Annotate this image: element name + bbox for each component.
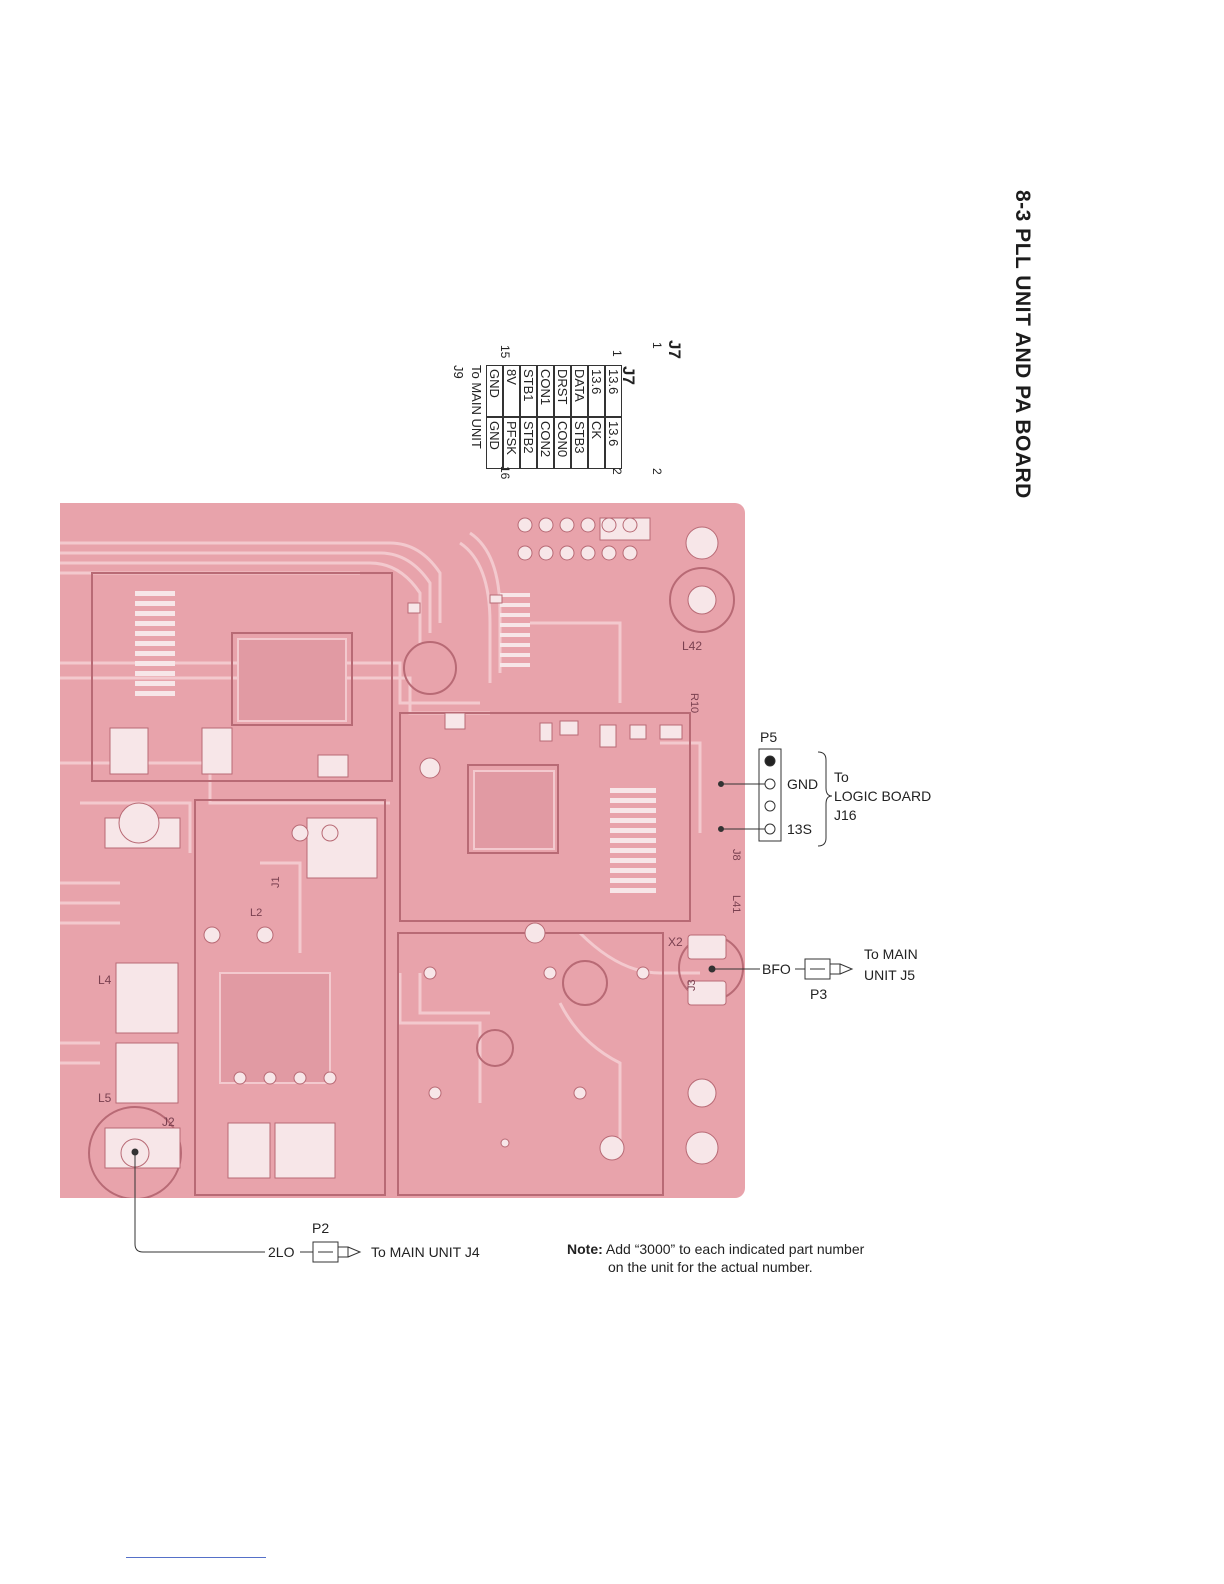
board-label-l2: L2 bbox=[250, 907, 263, 919]
board-label-l5: L5 bbox=[98, 1091, 112, 1105]
footer-link-underline bbox=[126, 1557, 266, 1558]
note-block: Note: Add “3000” to each indicated part … bbox=[567, 1240, 864, 1276]
pcb-board: L42 R10 J8 L41 X2 J3 L4 L5 J2 L2 J1 bbox=[60, 503, 745, 1198]
p5-to: To bbox=[834, 769, 849, 785]
j7-pin-cell: DRST bbox=[554, 365, 571, 417]
j7-pin-cell: 8V bbox=[503, 365, 520, 417]
j7-pin-cell: 13.6 bbox=[588, 365, 605, 417]
p5-name: P5 bbox=[760, 729, 778, 745]
j7-pin-cell: CK bbox=[588, 417, 605, 469]
j7-pin-cell: GND bbox=[486, 365, 503, 417]
p3-to-main: To MAIN bbox=[864, 946, 918, 962]
note-line-2: on the unit for the actual number. bbox=[608, 1259, 813, 1275]
j7-pin-cell: 13.6 bbox=[605, 417, 622, 469]
board-label-l42: L42 bbox=[682, 639, 703, 653]
j7-pin-cell: STB1 bbox=[520, 365, 537, 417]
j7-pin-cell: CON1 bbox=[537, 365, 554, 417]
p5-j16: J16 bbox=[834, 807, 857, 823]
j7-pin-cell: DATA bbox=[571, 365, 588, 417]
p5-logic-board: LOGIC BOARD bbox=[834, 788, 932, 804]
pcb-smd-parts bbox=[104, 517, 727, 1179]
j7-pin-cell: GND bbox=[486, 417, 503, 469]
p2-name: P2 bbox=[312, 1220, 330, 1236]
pcb-silk-outlines bbox=[88, 567, 744, 1198]
p2-signal-2lo: 2LO bbox=[268, 1244, 295, 1260]
pcb-ic-pins bbox=[135, 591, 656, 893]
j7-pin-cell: PFSK bbox=[503, 417, 520, 469]
p5-gnd-label: GND bbox=[787, 776, 819, 792]
pcb-ics bbox=[219, 638, 555, 1084]
note-label: Note: bbox=[567, 1241, 603, 1257]
board-label-l4: L4 bbox=[98, 973, 112, 987]
j7-pin-cell: STB2 bbox=[520, 417, 537, 469]
pcb-artwork bbox=[60, 517, 744, 1198]
j7-pin-cell: 13.6 bbox=[605, 365, 622, 417]
board-label-j2: J2 bbox=[162, 1115, 175, 1129]
board-label-x2: X2 bbox=[668, 935, 683, 949]
j7-pin-cell: CON0 bbox=[554, 417, 571, 469]
j7-pin-cell: STB3 bbox=[571, 417, 588, 469]
p2-to-main-unit-j4: To MAIN UNIT J4 bbox=[371, 1244, 480, 1260]
p3-name: P3 bbox=[810, 986, 828, 1002]
p3-signal-bfo: BFO bbox=[762, 961, 791, 977]
note-line-1: Add “3000” to each indicated part number bbox=[605, 1241, 865, 1257]
p3-unit-j5: UNIT J5 bbox=[864, 967, 916, 983]
j7-pin-cell: CON2 bbox=[537, 417, 554, 469]
p5-13s-label: 13S bbox=[787, 821, 812, 837]
pcb-pads bbox=[118, 517, 719, 1168]
